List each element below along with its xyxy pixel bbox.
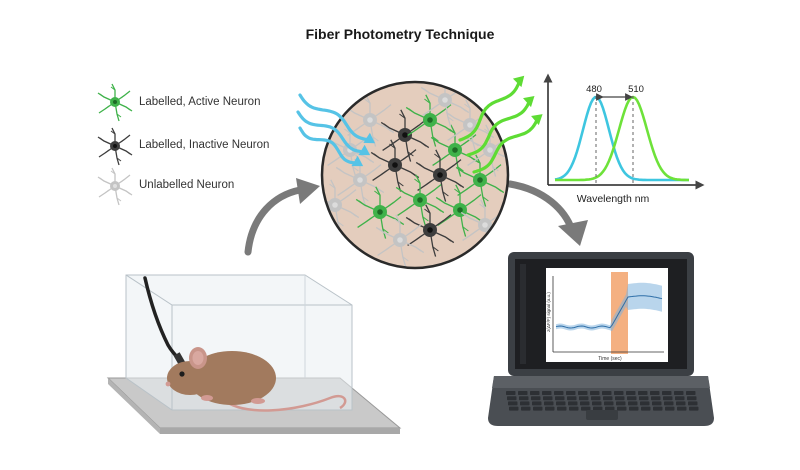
laptop-plot-y-label: z(ΔF/F) signal (a.u.)	[546, 292, 551, 332]
signal-trace	[555, 295, 663, 329]
arrow-to-tissue	[244, 186, 304, 256]
legend-inactive-neuron-icon	[97, 127, 133, 166]
diagram-title: Fiber Photometry Technique	[305, 26, 495, 42]
legend-active-label: Labelled, Active Neuron	[139, 96, 261, 108]
legend-active-neuron-icon	[97, 83, 133, 122]
arrow-to-laptop-head	[558, 220, 588, 246]
arrow-to-laptop	[506, 180, 576, 234]
brain-tissue-circle	[320, 80, 510, 270]
legend-unlabelled-label: Unlabelled Neuron	[139, 179, 235, 191]
spectrum-plot: 480 510 Wavelength nm	[543, 73, 705, 205]
emission-spectrum-curve	[555, 95, 689, 182]
excitation-peak-label: 480	[586, 84, 602, 95]
emission-light-waves	[458, 75, 543, 174]
legend-inactive-label: Labelled, Inactive Neuron	[139, 139, 270, 151]
legend-unlabelled-neuron-icon	[97, 167, 133, 206]
excitation-light-waves	[296, 93, 376, 167]
emission-peak-label: 510	[628, 84, 644, 95]
signal-error-band	[556, 282, 662, 332]
arrow-to-tissue-head	[296, 178, 320, 204]
excitation-spectrum-curve	[554, 95, 689, 182]
laptop-plot-x-label: Time (sec)	[598, 356, 622, 362]
laptop-signal-plot: Time (sec) z(ΔF/F) signal (a.u.)	[546, 268, 668, 362]
mouse	[165, 347, 347, 412]
spectrum-x-label: Wavelength nm	[577, 193, 650, 205]
